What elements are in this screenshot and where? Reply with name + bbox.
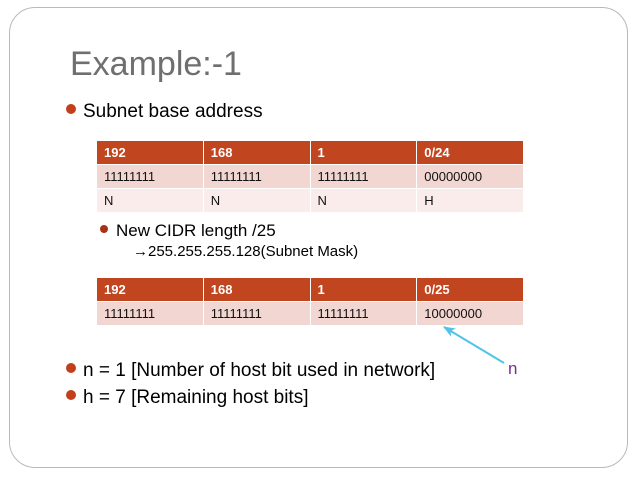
annotation-n-label: n: [508, 359, 518, 378]
table-cell: 00000000: [417, 165, 523, 188]
bullet-label-h-value: h = 7 [Remaining host bits]: [83, 387, 309, 408]
bullet-label-subnet-base-address: Subnet base address: [83, 101, 263, 122]
table-cell: 11111111: [97, 165, 203, 188]
table-header-cell: 0/25: [417, 278, 523, 301]
table-cell: N: [310, 189, 417, 212]
table-header-cell: 0/24: [417, 141, 523, 164]
bullet-label-n-value: n = 1 [Number of host bit used in networ…: [83, 360, 436, 381]
page-title: Example:-1: [70, 45, 242, 83]
table-row: 11111111 11111111 11111111 10000000: [97, 302, 523, 325]
bullet-new-cidr-length: New CIDR length /25: [100, 221, 276, 241]
table-header-row: 192 168 1 0/24: [97, 141, 523, 164]
table-cell: N: [203, 189, 310, 212]
bullet-dot-icon: [66, 390, 76, 400]
table-header-cell: 168: [203, 141, 310, 164]
bullet-label-new-cidr-length: New CIDR length /25: [116, 221, 276, 240]
annotation-arrow-icon: [443, 326, 505, 364]
table-cell: 11111111: [203, 302, 310, 325]
bullet-dot-icon: [66, 104, 76, 114]
table-cell: 11111111: [310, 165, 417, 188]
table-header-cell: 1: [310, 278, 417, 301]
bullet-dot-icon: [66, 363, 76, 373]
table-header-cell: 192: [97, 141, 203, 164]
table-header-cell: 192: [97, 278, 203, 301]
bullet-subnet-base-address: Subnet base address: [66, 101, 263, 123]
bullet-n-value: n = 1 [Number of host bit used in networ…: [66, 360, 435, 382]
table-cell: 11111111: [310, 302, 417, 325]
table-header-cell: 1: [310, 141, 417, 164]
bullet-dot-icon: [100, 225, 108, 233]
table-cell: 11111111: [97, 302, 203, 325]
table-row: 11111111 11111111 11111111 00000000: [97, 165, 523, 188]
table-cell: N: [97, 189, 203, 212]
table-header-row: 192 168 1 0/25: [97, 278, 523, 301]
table-cell: H: [417, 189, 523, 212]
table-row: N N N H: [97, 189, 523, 212]
subnet-mask-text: →255.255.255.128(Subnet Mask): [133, 243, 359, 260]
table-cell: 10000000: [417, 302, 523, 325]
bullet-h-value: h = 7 [Remaining host bits]: [66, 387, 309, 409]
table-header-cell: 168: [203, 278, 310, 301]
subnet-base-address-table: 192 168 1 0/24 11111111 11111111 1111111…: [96, 140, 524, 213]
table-cell: 11111111: [203, 165, 310, 188]
new-cidr-table: 192 168 1 0/25 11111111 11111111 1111111…: [96, 277, 524, 326]
